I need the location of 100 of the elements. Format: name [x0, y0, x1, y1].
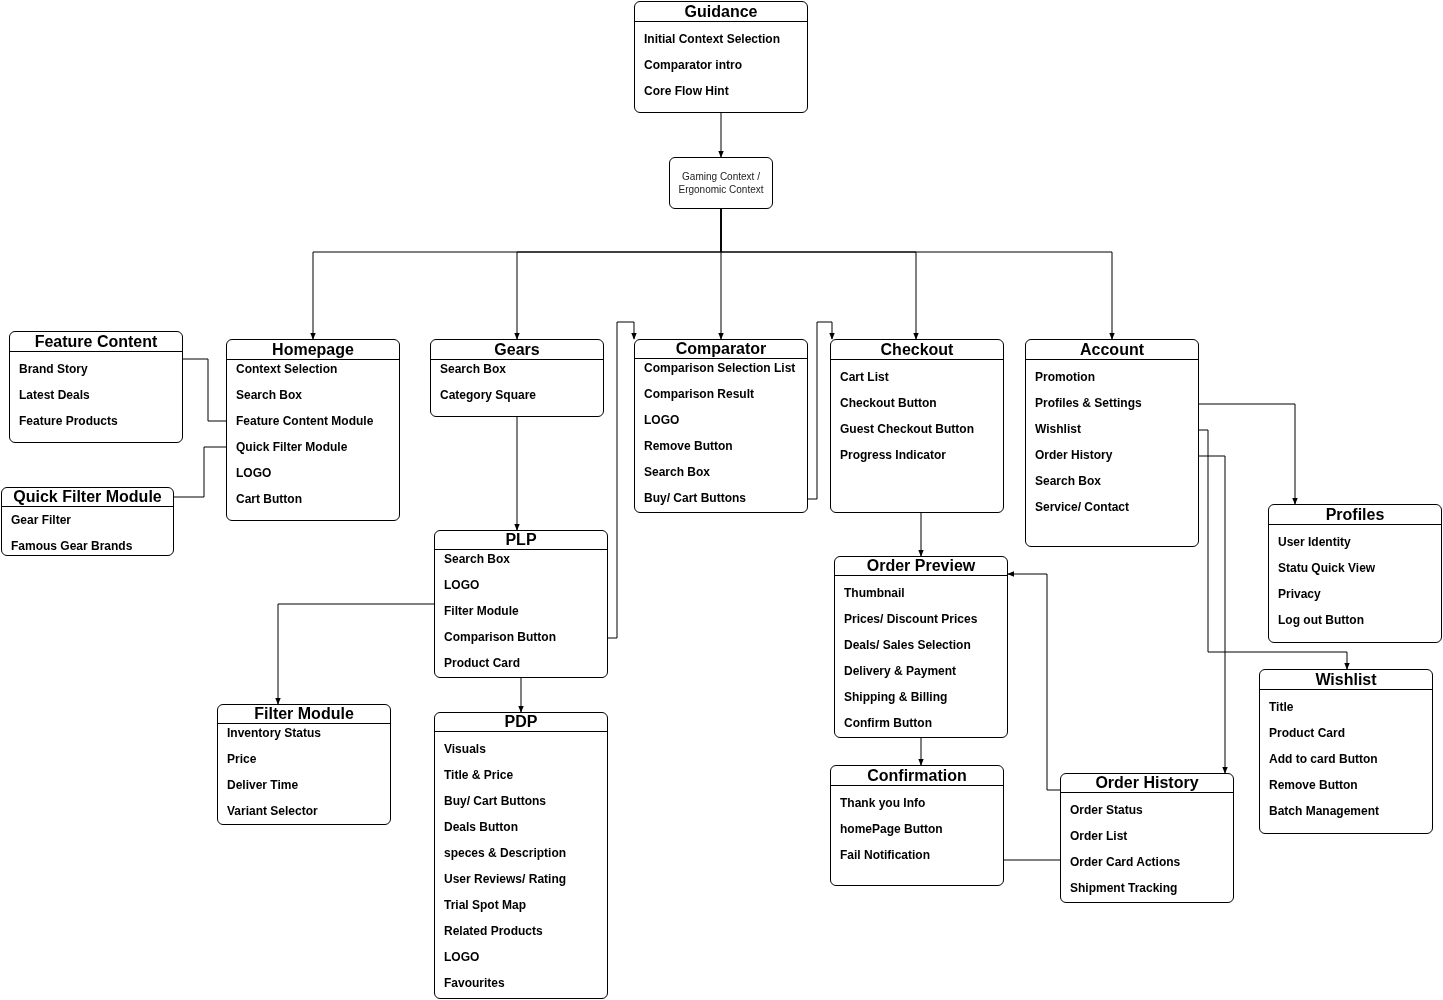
card-heading: Confirmation	[867, 766, 967, 785]
card-heading: Comparator	[675, 340, 767, 358]
card-heading: Account	[1080, 340, 1144, 359]
list-item: Add to card Button	[1269, 752, 1378, 766]
list-item: Progress Indicator	[840, 448, 947, 462]
list-item: Context Selection	[236, 362, 338, 376]
list-item: Core Flow Hint	[644, 84, 729, 98]
list-item: User Identity	[1278, 535, 1351, 549]
arrow	[275, 603, 435, 705]
card-heading: Wishlist	[1315, 670, 1377, 689]
list-item: Remove Button	[644, 439, 733, 453]
list-item: Deliver Time	[227, 778, 299, 792]
list-item: Order List	[1070, 829, 1128, 843]
list-item: Product Card	[1269, 726, 1345, 740]
list-item: Shipment Tracking	[1070, 881, 1178, 895]
list-item: Order Status	[1070, 803, 1143, 817]
list-item: Search Box	[440, 362, 507, 376]
list-item: Trial Spot Map	[444, 898, 526, 912]
module-card	[1060, 773, 1234, 903]
card-heading: PDP	[504, 713, 538, 731]
list-item: Profiles & Settings	[1035, 396, 1142, 410]
context-label: Gaming Context / Ergonomic Context	[677, 170, 765, 196]
list-item: Log out Button	[1278, 613, 1364, 627]
list-item: Price	[227, 752, 257, 766]
list-item: LOGO	[644, 413, 680, 427]
list-item: LOGO	[444, 950, 480, 964]
list-item: speces & Description	[444, 846, 567, 860]
module-card	[226, 339, 400, 521]
arrow	[807, 321, 835, 500]
module-card	[434, 712, 608, 999]
arrow	[1198, 403, 1298, 505]
list-item: Confirm Button	[844, 716, 932, 730]
card-heading: Filter Module	[254, 705, 354, 723]
list-item: Statu Quick View	[1278, 561, 1376, 575]
list-item: Title & Price	[444, 768, 514, 782]
list-item: homePage Button	[840, 822, 943, 836]
connector-line	[1003, 859, 1061, 861]
list-item: Fail Notification	[840, 848, 930, 862]
card-heading: Guidance	[684, 2, 758, 21]
list-item: Deals/ Sales Selection	[844, 638, 971, 652]
list-item: Brand Story	[19, 362, 88, 376]
list-item: Comparison Result	[644, 387, 754, 401]
list-item: LOGO	[444, 578, 480, 592]
list-item: LOGO	[236, 466, 272, 480]
list-item: Thank you Info	[840, 796, 926, 810]
module-card	[1025, 339, 1199, 547]
list-item: Feature Content Module	[236, 414, 374, 428]
list-item: Deals Button	[444, 820, 518, 834]
list-item: Promotion	[1035, 370, 1095, 384]
list-item: Guest Checkout Button	[840, 422, 974, 436]
list-item: Order History	[1035, 448, 1113, 462]
list-item: Related Products	[444, 924, 543, 938]
list-item: Search Box	[236, 388, 303, 402]
card-heading: Gears	[494, 340, 540, 359]
card-heading: Checkout	[880, 340, 954, 359]
connector-line	[173, 446, 227, 498]
arrow	[718, 112, 724, 158]
arrow	[518, 677, 524, 713]
list-item: Order Card Actions	[1070, 855, 1181, 869]
arrow	[607, 321, 637, 639]
list-item: Shipping & Billing	[844, 690, 948, 704]
arrow	[720, 208, 1115, 340]
list-item: Search Box	[1035, 474, 1102, 488]
list-item: Comparator intro	[644, 58, 742, 72]
card-heading: Order History	[1095, 774, 1199, 792]
list-item: Gear Filter	[11, 513, 72, 527]
list-item: Quick Filter Module	[236, 440, 348, 454]
list-item: Buy/ Cart Buttons	[644, 491, 746, 505]
list-item: Wishlist	[1035, 422, 1081, 436]
module-card	[634, 1, 808, 113]
list-item: Feature Products	[19, 414, 118, 428]
arrow	[1198, 455, 1228, 774]
list-item: Remove Button	[1269, 778, 1358, 792]
list-item: Filter Module	[444, 604, 519, 618]
list-item: Title	[1269, 700, 1294, 714]
module-card	[634, 339, 808, 513]
list-item: Checkout Button	[840, 396, 937, 410]
list-item: Prices/ Discount Prices	[844, 612, 978, 626]
module-card	[9, 331, 183, 443]
module-card	[830, 339, 1004, 513]
card-heading: Profiles	[1325, 505, 1385, 524]
card-heading: PLP	[505, 531, 537, 549]
arrow	[1007, 571, 1061, 791]
module-card	[430, 339, 604, 417]
list-item: Product Card	[444, 656, 520, 670]
module-card	[1268, 504, 1442, 643]
list-item: Comparison Selection List	[644, 361, 796, 375]
list-item: Delivery & Payment	[844, 664, 957, 678]
module-card	[217, 704, 391, 825]
list-item: Privacy	[1278, 587, 1321, 601]
list-item: Comparison Button	[444, 630, 556, 644]
card-heading: Quick Filter Module	[13, 488, 162, 506]
list-item: Variant Selector	[227, 804, 318, 818]
list-item: Buy/ Cart Buttons	[444, 794, 546, 808]
list-item: User Reviews/ Rating	[444, 872, 567, 886]
list-item: Cart List	[840, 370, 889, 384]
list-item: Batch Management	[1269, 804, 1380, 818]
module-card	[1259, 669, 1433, 834]
connector-line	[182, 358, 227, 422]
arrow	[918, 512, 924, 557]
